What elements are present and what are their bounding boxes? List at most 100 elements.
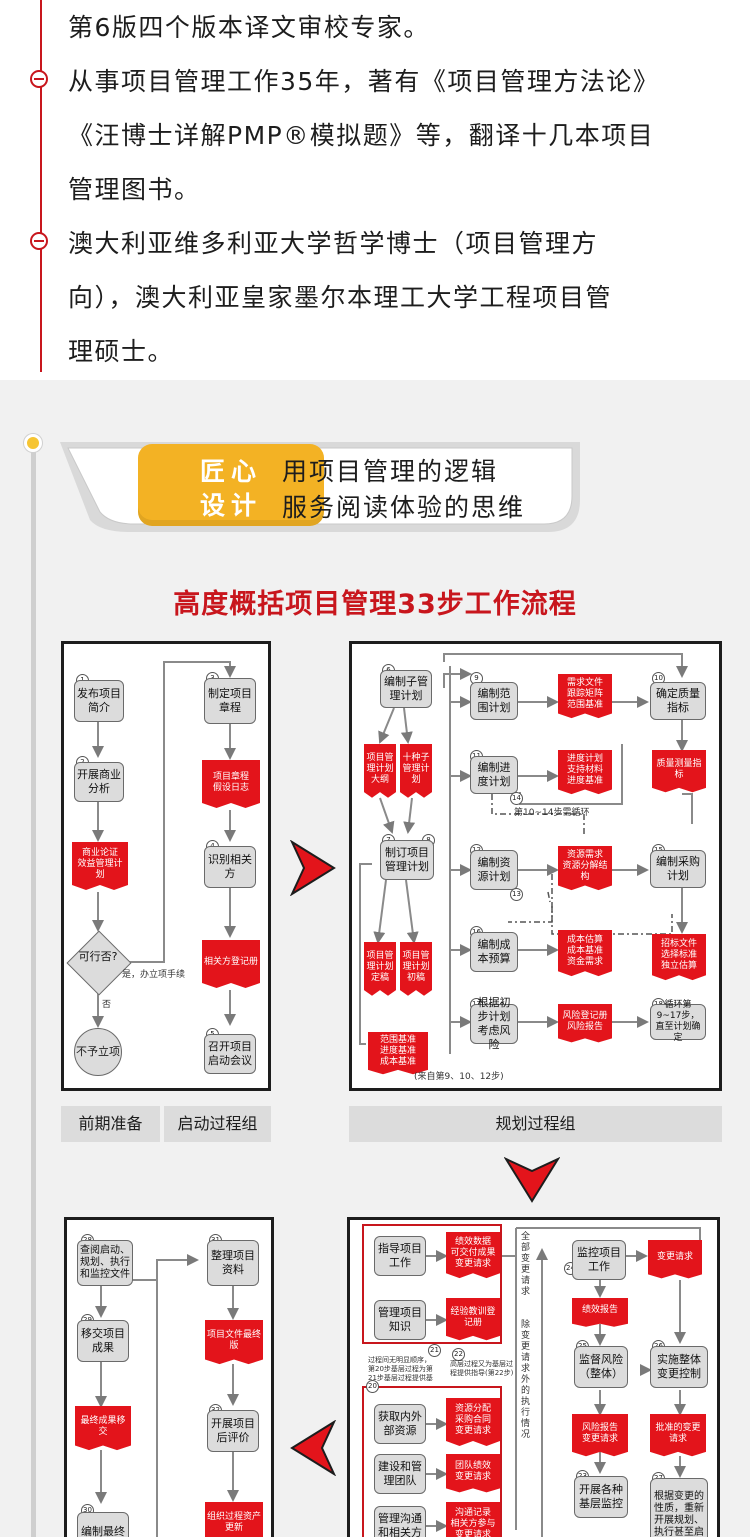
vertical-note: 除变更请求外的执行情况 [520, 1320, 530, 1440]
step-node: 开展项目后评价 [207, 1410, 259, 1452]
step-node: 监控项目工作 [572, 1240, 626, 1280]
step-node: 管理沟通和相关方 [374, 1506, 426, 1537]
step-node: 移交项目成果 [77, 1320, 129, 1362]
output-document: 资源需求 资源分解结构 [558, 846, 612, 891]
output-document: 项目管理计划大纲 [364, 744, 396, 798]
decision-yes-label: 是，办立项手续 [122, 970, 186, 980]
design-badge: 匠心 设计 [138, 444, 324, 526]
output-document: 十种子管理计划 [400, 744, 432, 798]
step-number: 13 [510, 888, 523, 901]
banner-text: 服务阅读体验的思维 [282, 493, 526, 522]
output-document: 团队绩效 变更请求 [446, 1454, 500, 1493]
step-node: 编制成本预算 [470, 932, 518, 972]
bio-line: 理硕士。 [68, 337, 175, 366]
step-node: 指导项目工作 [374, 1236, 426, 1276]
step-node: 整理项目资料 [207, 1240, 259, 1286]
step-node: 确定质量指标 [650, 682, 706, 720]
output-document: 变更请求 [648, 1240, 702, 1279]
output-document: 资源分配 采购合同 变更请求 [446, 1398, 500, 1446]
process-note: 高层过程又为基层过程提供指导(第22步) [450, 1360, 514, 1377]
arrow-down-icon [504, 1157, 560, 1203]
step-node: 查阅启动、规划、执行和监控文件 [77, 1240, 133, 1286]
bullet-icon [30, 70, 48, 88]
step-node: 编制子管理计划 [380, 670, 432, 708]
step-node: 管理项目知识 [374, 1300, 426, 1340]
bio-line: 从事项目管理工作35年，著有《项目管理方法论》 [68, 67, 660, 96]
bio-line: 第6版四个版本译文审校专家。 [68, 13, 430, 42]
flow-panel-closing: 28 查阅启动、规划、执行和监控文件 29 移交项目成果 最终成果移交 30 编… [64, 1217, 274, 1537]
output-document: 组织过程资产更新 [205, 1502, 263, 1537]
step-node: 根据初步计划考虑风险 [470, 996, 518, 1051]
output-document: 风险报告 变更请求 [572, 1414, 628, 1457]
process-group-box [362, 1386, 502, 1537]
step-number: 20 [366, 1380, 379, 1393]
output-document: 经验教训登记册 [446, 1298, 500, 1341]
output-document: 招标文件 选择标准 独立估算 [652, 934, 706, 981]
step-node: 循环第9~17步，直至计划确定 [650, 1000, 706, 1043]
output-document: 需求文件 跟踪矩阵 范围基准 [558, 674, 612, 719]
output-document: 项目管理计划定稿 [364, 942, 396, 996]
badge-line: 匠心 [199, 457, 262, 486]
step-node: 发布项目简介 [74, 680, 124, 722]
step-node: 编制采购计划 [650, 850, 706, 888]
phase-label-preparation: 前期准备 [61, 1106, 160, 1142]
design-banner: 匠心 设计 用项目管理的逻辑 服务阅读体验的思维 [60, 440, 592, 540]
step-node: 监督风险（整体） [574, 1346, 628, 1388]
badge-line: 设计 [199, 491, 262, 520]
output-document: 项目章程 假设日志 [202, 760, 260, 808]
section-title: 高度概括项目管理33步工作流程 [173, 589, 577, 620]
process-group-box [362, 1224, 502, 1344]
source-note: (来自第9、10、12步) [414, 1072, 504, 1082]
step-node: 不予立项 [74, 1028, 122, 1076]
decision-label: 可行否? [78, 950, 118, 963]
output-document: 商业论证 效益管理计划 [72, 842, 128, 890]
output-document: 批准的变更请求 [650, 1414, 706, 1457]
step-number: 22 [452, 1348, 465, 1361]
step-node: 开展各种基层监控 [574, 1476, 628, 1518]
output-document: 沟通记录 相关方参与 变更请求 [446, 1502, 500, 1537]
output-document: 风险登记册 风险报告 [558, 1004, 612, 1043]
output-document: 成本估算 成本基准 资金需求 [558, 930, 612, 977]
arrow-right-icon [290, 840, 336, 896]
step-node: 编制最终 [77, 1512, 129, 1537]
output-document: 绩效报告 [572, 1298, 628, 1327]
author-bio-section: 第6版四个版本译文审校专家。 从事项目管理工作35年，著有《项目管理方法论》 《… [0, 0, 750, 380]
output-document: 绩效数据 可交付成果 变更请求 [446, 1232, 500, 1279]
step-node: 建设和管理团队 [374, 1454, 426, 1494]
timeline-dot-icon [24, 434, 42, 452]
phase-label-initiation: 启动过程组 [164, 1106, 271, 1142]
arrow-left-icon [290, 1420, 336, 1476]
step-node: 开展商业分析 [74, 762, 124, 802]
output-document: 项目管理计划初稿 [400, 942, 432, 996]
step-node: 制定项目章程 [204, 678, 256, 724]
step-node: 获取内外部资源 [374, 1404, 426, 1444]
decision-diamond [66, 930, 132, 996]
step-node: 根据变更的性质，重新开展规划、执行甚至启 [650, 1478, 708, 1537]
output-document: 相关方登记册 [202, 940, 260, 988]
step-node: 编制资源计划 [470, 850, 518, 890]
bio-timeline-line [40, 0, 42, 372]
flow-panel-planning: 6 编制子管理计划 项目管理计划大纲 十种子管理计划 7 8 制订项目管理计划 … [349, 641, 722, 1091]
step-node: 编制进度计划 [470, 756, 518, 794]
step-node: 识别相关方 [204, 846, 256, 888]
phase-separator [160, 1106, 164, 1142]
output-document: 范围基准 进度基准 成本基准 [368, 1032, 428, 1075]
left-timeline [31, 444, 36, 1537]
decision-no-label: 否 [102, 1000, 112, 1010]
loop-note: 第10~14步需循环 [514, 808, 590, 818]
step-node: 编制范围计划 [470, 682, 518, 720]
bio-line: 澳大利亚维多利亚大学哲学博士（项目管理方 [68, 229, 599, 258]
flow-panel-preparation-initiation: 1 发布项目简介 2 开展商业分析 商业论证 效益管理计划 可行否? 是，办立项… [61, 641, 271, 1091]
phase-label-planning: 规划过程组 [349, 1106, 722, 1142]
step-node: 实施整体变更控制 [650, 1346, 708, 1388]
bio-line: 向），澳大利亚皇家墨尔本理工大学工程项目管 [68, 283, 613, 312]
output-document: 进度计划 支持材料 进度基准 [558, 750, 612, 795]
step-node: 召开项目启动会议 [204, 1034, 256, 1074]
flow-panel-execution-monitoring: 指导项目工作 绩效数据 可交付成果 变更请求 管理项目知识 经验教训登记册 21… [347, 1217, 720, 1537]
output-document: 项目文件最终版 [205, 1320, 263, 1365]
bio-line: 管理图书。 [68, 175, 201, 204]
vertical-note: 全部变更请求 [520, 1232, 530, 1297]
output-document: 最终成果移交 [75, 1406, 131, 1451]
banner-text: 用项目管理的逻辑 [282, 457, 499, 486]
